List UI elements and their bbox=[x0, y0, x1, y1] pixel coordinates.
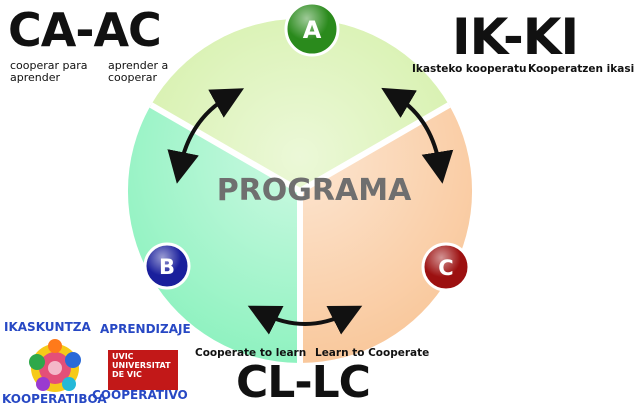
uvic-line3: DE VIC bbox=[112, 370, 142, 379]
arrow-a-b bbox=[167, 88, 245, 184]
people-circle-icon bbox=[29, 339, 81, 392]
arrow-b-c bbox=[247, 305, 363, 335]
ik-ki-title: IK-KI bbox=[452, 8, 579, 66]
uvic-badge: UVIC UNIVERSITAT DE VIC bbox=[108, 350, 178, 390]
cl-lc-caption-left: Cooperate to learn bbox=[195, 347, 307, 359]
uvic-line2: UNIVERSITAT bbox=[112, 361, 171, 370]
cl-lc-title: CL-LC bbox=[236, 357, 371, 408]
center-label: PROGRAMA bbox=[217, 173, 412, 208]
cooperative-learning-logo: IKASKUNTZA APRENDIZAJE UVIC UNIVERSITAT … bbox=[0, 318, 191, 410]
cl-lc-caption-right: Learn to Cooperate bbox=[315, 347, 430, 359]
ca-ac-caption-right: aprender a cooperar bbox=[108, 59, 169, 84]
ca-ac-title: CA-AC bbox=[8, 3, 162, 57]
node-c-label: C bbox=[438, 256, 453, 280]
ik-ki-caption-left: Ikasteko kooperatu bbox=[412, 63, 527, 75]
node-b: B bbox=[143, 242, 191, 290]
ca-ac-caption-left: cooperar para aprender bbox=[10, 59, 88, 84]
node-b-label: B bbox=[159, 255, 175, 279]
uvic-line1: UVIC bbox=[112, 352, 134, 361]
ik-ki-caption-right: Kooperatzen ikasi bbox=[528, 63, 635, 75]
node-c: C bbox=[421, 242, 471, 292]
node-a-label: A bbox=[303, 16, 322, 44]
arrow-a-c bbox=[381, 87, 454, 184]
node-a: A bbox=[284, 1, 340, 57]
logo-word-aprendizaje: APRENDIZAJE bbox=[100, 322, 191, 336]
logo-word-kooperatiboa: KOOPERATIBOA bbox=[2, 392, 107, 406]
logo-word-cooperativo: COOPERATIVO bbox=[92, 388, 188, 402]
logo-word-ikaskuntza: IKASKUNTZA bbox=[4, 320, 91, 334]
